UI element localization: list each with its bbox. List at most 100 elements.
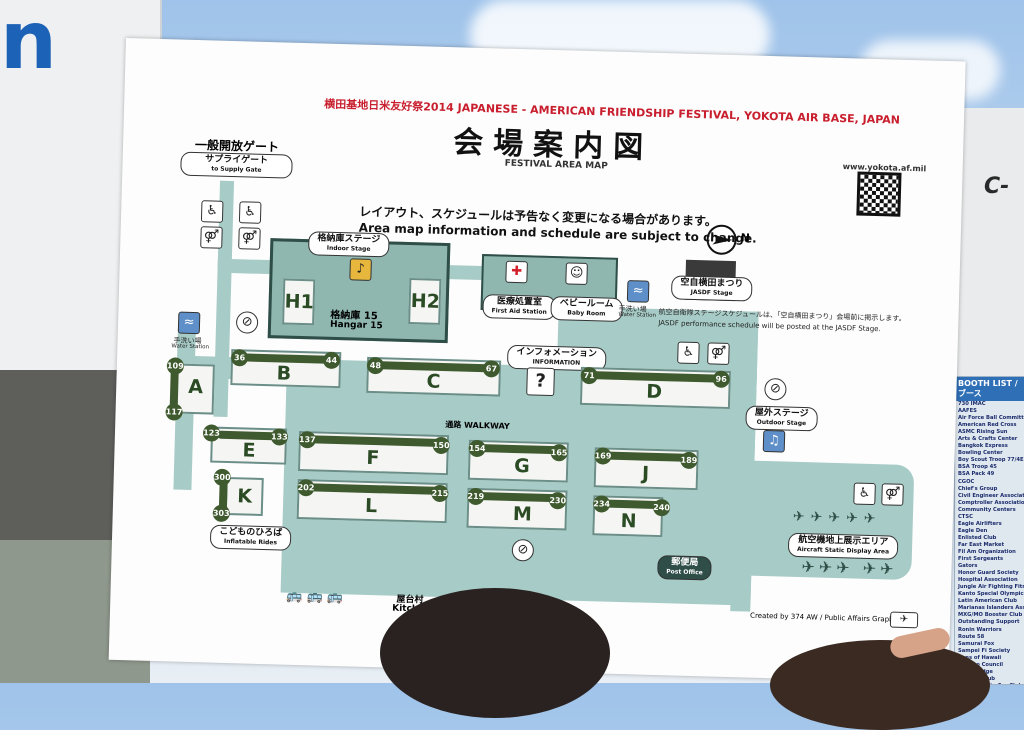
restroom-icon: ⚤ [881,483,904,506]
sub-title: FESTIVAL AREA MAP [504,158,608,172]
booth-list-item: Far East Market [958,541,1005,548]
area-k-label: K [236,485,253,508]
area-d-label: D [646,380,663,404]
north-label: N [740,231,751,245]
restroom-icon: ⚤ [200,226,223,249]
booth-list-item: Chief's Group [958,485,998,492]
booth-list-item: Eagle Airlifters [958,520,1002,527]
booth-list-item: BSA Pack 49 [958,471,995,478]
booth-list-item: ASMC Rising Sun [958,429,1008,436]
water-station-2-en: Water Station [618,311,657,319]
booth-list-item: American Red Cross [958,422,1017,429]
h1-label: H1 [284,290,315,314]
area-g-label: G [513,455,531,478]
booth-list-item: CTSC [958,513,973,520]
booth-list-item: Kanto Special Olympics [958,591,1024,598]
area-e-label: E [242,439,256,462]
booth-list-item: Hospital Association [958,577,1018,584]
booth-number: 303 [212,504,230,523]
restroom-icon: ⚤ [238,227,261,250]
booth-list-item: Summo Council [958,661,1003,668]
booth-list-item: Jungle Air Fighting Fitness [958,584,1024,591]
outdoor-stage-icon: ♫ [762,429,786,453]
walkway-label: 通路 WALKWAY [445,420,510,431]
restroom-icon: ⚤ [707,342,730,365]
left-sign-text: n [0,0,57,87]
booth-list-item: Boy Scout Troop 77/4E [958,457,1024,464]
booth-list-item: Gators [958,563,978,570]
booth-list-item: Route 58 [958,633,985,640]
booth-list-item: Enlisted Club [958,534,997,541]
booth-list-item: Arts & Crafts Center [958,436,1018,443]
baby-icon: ☺ [565,262,588,285]
booth-list-item: Bangkok Express [958,443,1008,450]
wheelchair-icon: ♿ [853,482,876,506]
booth-list-item: Samurai Fox [958,640,995,647]
booth-list-item: BSA Troop 45 [958,464,997,471]
wheelchair-icon: ♿ [200,200,224,223]
booth-list-item: MXG/MO Booster Club [958,612,1023,619]
area-n-label: N [620,510,637,533]
no-smoking-icon: ⊘ [235,311,259,334]
food-truck-icon: 🚌🚌🚌 [286,588,348,606]
hangar-en: Hangar 15 [329,319,383,332]
booth-list-item: Community Centers [958,506,1016,513]
booth-list-item: Latin American Club [958,598,1017,605]
information-icon: ? [526,367,555,397]
no-smoking-icon: ⊘ [764,377,787,401]
booth-list-item: Eagle Den [958,527,988,534]
booth-list-item: CGOC [958,478,975,485]
area-b-label: B [276,362,292,385]
air-force-logo-icon: ✈ [889,611,919,629]
booth-list-title: BOOTH LIST / ブース [955,377,1024,401]
right-wall-text: C- [984,174,1010,199]
north-arrow-icon [706,224,738,256]
credit: Created by 374 AW / Public Affairs Graph… [750,611,904,624]
red-cross-icon: ✚ [505,260,528,284]
area-j-label: J [641,462,650,485]
booth-list-item: Ronin Warriors [958,626,1002,633]
wheelchair-icon: ♿ [677,341,700,365]
booth-list-item: 730 IMAC [958,401,986,407]
booth-list-item: Outstanding Support [958,619,1020,626]
booth-list-item: AAFES [958,408,977,415]
h2-label: H2 [410,290,441,313]
area-f-label: F [366,446,380,470]
water-station-icon: ≈ [626,280,650,303]
spectator-head [770,640,990,730]
booth-list-item: First Sergeants [958,556,1004,563]
water-station-icon: ≈ [177,311,201,335]
booth-list-item: Marianas Islanders Assoc. [958,605,1024,612]
aircraft-icon: ✈✈✈✈✈ [792,508,882,528]
booth-list-item: Bowling Center [958,450,1003,457]
booth-list-item: Fil Am Organization [958,548,1016,555]
festival-map-board: 横田基地日米友好祭2014 JAPANESE - AMERICAN FRIEND… [108,38,966,684]
qr-code [856,171,902,217]
booth-list-item: Honor Guard Society [958,570,1019,577]
wheelchair-icon: ♿ [238,201,262,224]
spectator-head [380,588,610,718]
stage-performer-icon: ♪ [349,258,372,281]
area-l-label: L [364,494,378,518]
booth-list-item: Comptroller Association [958,499,1024,506]
booth-list-item: Air Force Ball Committee [958,415,1024,422]
water-station-1-en: Water Station [171,343,210,351]
area-m-label: M [512,502,533,526]
aircraft-icon: ✈✈✈ ✈✈ [801,557,898,579]
booth-list-item: Civil Engineer Association [958,492,1024,499]
area-a-label: A [187,375,204,399]
booth-list-item: Sons of Hawaii [958,654,1002,661]
area-c-label: C [426,370,441,393]
booth-list-item: Sampei Fi Society [958,647,1011,654]
